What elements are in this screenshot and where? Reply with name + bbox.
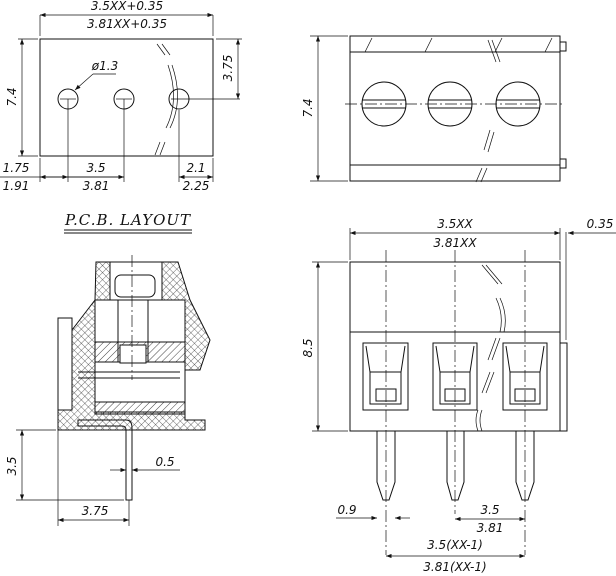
pitch-dim-1: 3.5 [86,161,105,175]
width-dim-1: 3.5XX+0.35 [91,0,163,13]
hole-diameter: ø1.3 [91,59,118,73]
pin-height-dim: 3.5 [5,456,19,475]
pin-width-dim: 0.9 [337,503,356,517]
edge-dim-1: 1.75 [3,161,30,175]
pin-thickness-dim: 0.5 [155,455,174,469]
front-view: 3.5XX 3.81XX 0.35 8.5 0.9 3.5 3.81 3.5(X… [301,217,616,574]
pcb-hole-view: 3.5XX+0.35 3.81XX+0.35 7.4 3.75 ø1.3 1.7… [0,0,242,193]
edge-dim-2: 1.91 [3,179,30,193]
pitch-dim-1: 3.5 [480,503,499,517]
width-dim-1: 3.5XX [437,217,473,231]
height-dim: 7.4 [5,87,19,106]
span-dim-2: 3.81(XX-1) [423,560,486,574]
width-dim-2: 3.81XX [433,236,477,250]
height-dim: 8.5 [301,338,315,357]
pitch-dim-2: 3.81 [83,179,110,193]
pitch-dim-2: 3.81 [477,521,504,535]
flange-dim: 0.35 [587,217,614,231]
right-dim-1: 2.1 [186,161,205,175]
side-section-view: 3.5 0.5 3.75 [5,255,211,526]
pcb-layout-title: P.C.B. LAYOUT [64,211,191,229]
outline [39,38,214,157]
hole-row-dim: 3.75 [221,55,235,82]
top-view: 7.4 [301,35,567,183]
height-dim: 7.4 [301,98,315,117]
width-dim-2: 3.81XX+0.35 [87,17,167,31]
right-dim-2: 2.25 [183,179,210,193]
pin-offset-dim: 3.75 [82,504,109,518]
pin [446,431,465,501]
wire-entry [362,342,409,411]
span-dim-1: 3.5(XX-1) [427,538,483,552]
